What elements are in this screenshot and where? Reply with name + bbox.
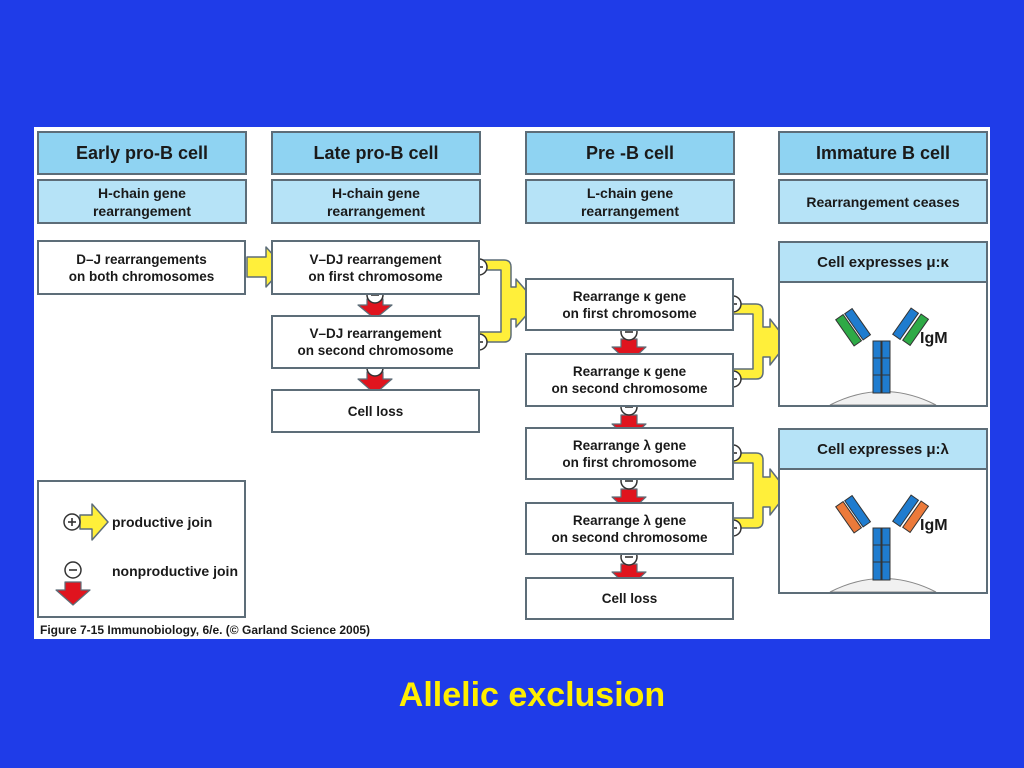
stage-header-pre-b: Pre -B cell [525,131,735,175]
box-vdj-first-chromosome: V–DJ rearrangement on first chromosome [271,240,480,295]
stage-sub-immature-b: Rearrangement ceases [778,179,988,224]
box-kappa-first-chromosome: Rearrange κ gene on first chromosome [525,278,734,331]
stage-header-late-pro-b: Late pro-B cell [271,131,481,175]
legend-productive-label: productive join [112,514,213,530]
legend-productive-arrow [79,503,109,541]
box-cell-loss-late: Cell loss [271,389,480,433]
nonproductive-arrow [357,298,393,320]
figure-panel: Early pro-B cell Late pro-B cell Pre -B … [34,127,990,639]
figure-caption: Figure 7-15 Immunobiology, 6/e. (© Garla… [40,623,371,637]
legend-nonproductive-label: nonproductive join [112,563,238,579]
stage-sub-pre-b: L-chain gene rearrangement [525,179,735,224]
productive-bracket-arrow [478,259,538,343]
box-vdj-second-chromosome: V–DJ rearrangement on second chromosome [271,315,480,369]
nonproductive-arrow [357,371,393,395]
box-dj-rearrangement: D–J rearrangements on both chromosomes [37,240,246,295]
igm-kappa-antibody-icon [829,307,937,405]
box-lambda-second-chromosome: Rearrange λ gene on second chromosome [525,502,734,555]
box-lambda-first-chromosome: Rearrange λ gene on first chromosome [525,427,734,480]
igm-lambda-antibody-icon [829,494,937,592]
igm-lambda-panel: IgM [778,468,988,594]
stage-sub-late-pro-b: H-chain gene rearrangement [271,179,481,224]
stage-sub-early-pro-b: H-chain gene rearrangement [37,179,247,224]
box-kappa-second-chromosome: Rearrange κ gene on second chromosome [525,353,734,407]
expresses-kappa-header: Cell expresses μ:κ [778,241,988,283]
igm-label-lambda: IgM [920,517,948,534]
stage-header-immature-b: Immature B cell [778,131,988,175]
productive-bracket-arrow [732,452,789,529]
igm-kappa-panel: IgM [778,281,988,407]
slide-title: Allelic exclusion [398,676,666,714]
legend-box: productive join nonproductive join [37,480,246,618]
productive-bracket-arrow [732,303,789,380]
legend-nonproductive-arrow [55,581,91,606]
stage-header-early-pro-b: Early pro-B cell [37,131,247,175]
box-cell-loss-pre: Cell loss [525,577,734,620]
expresses-lambda-header: Cell expresses μ:λ [778,428,988,470]
igm-label-kappa: IgM [920,330,948,347]
